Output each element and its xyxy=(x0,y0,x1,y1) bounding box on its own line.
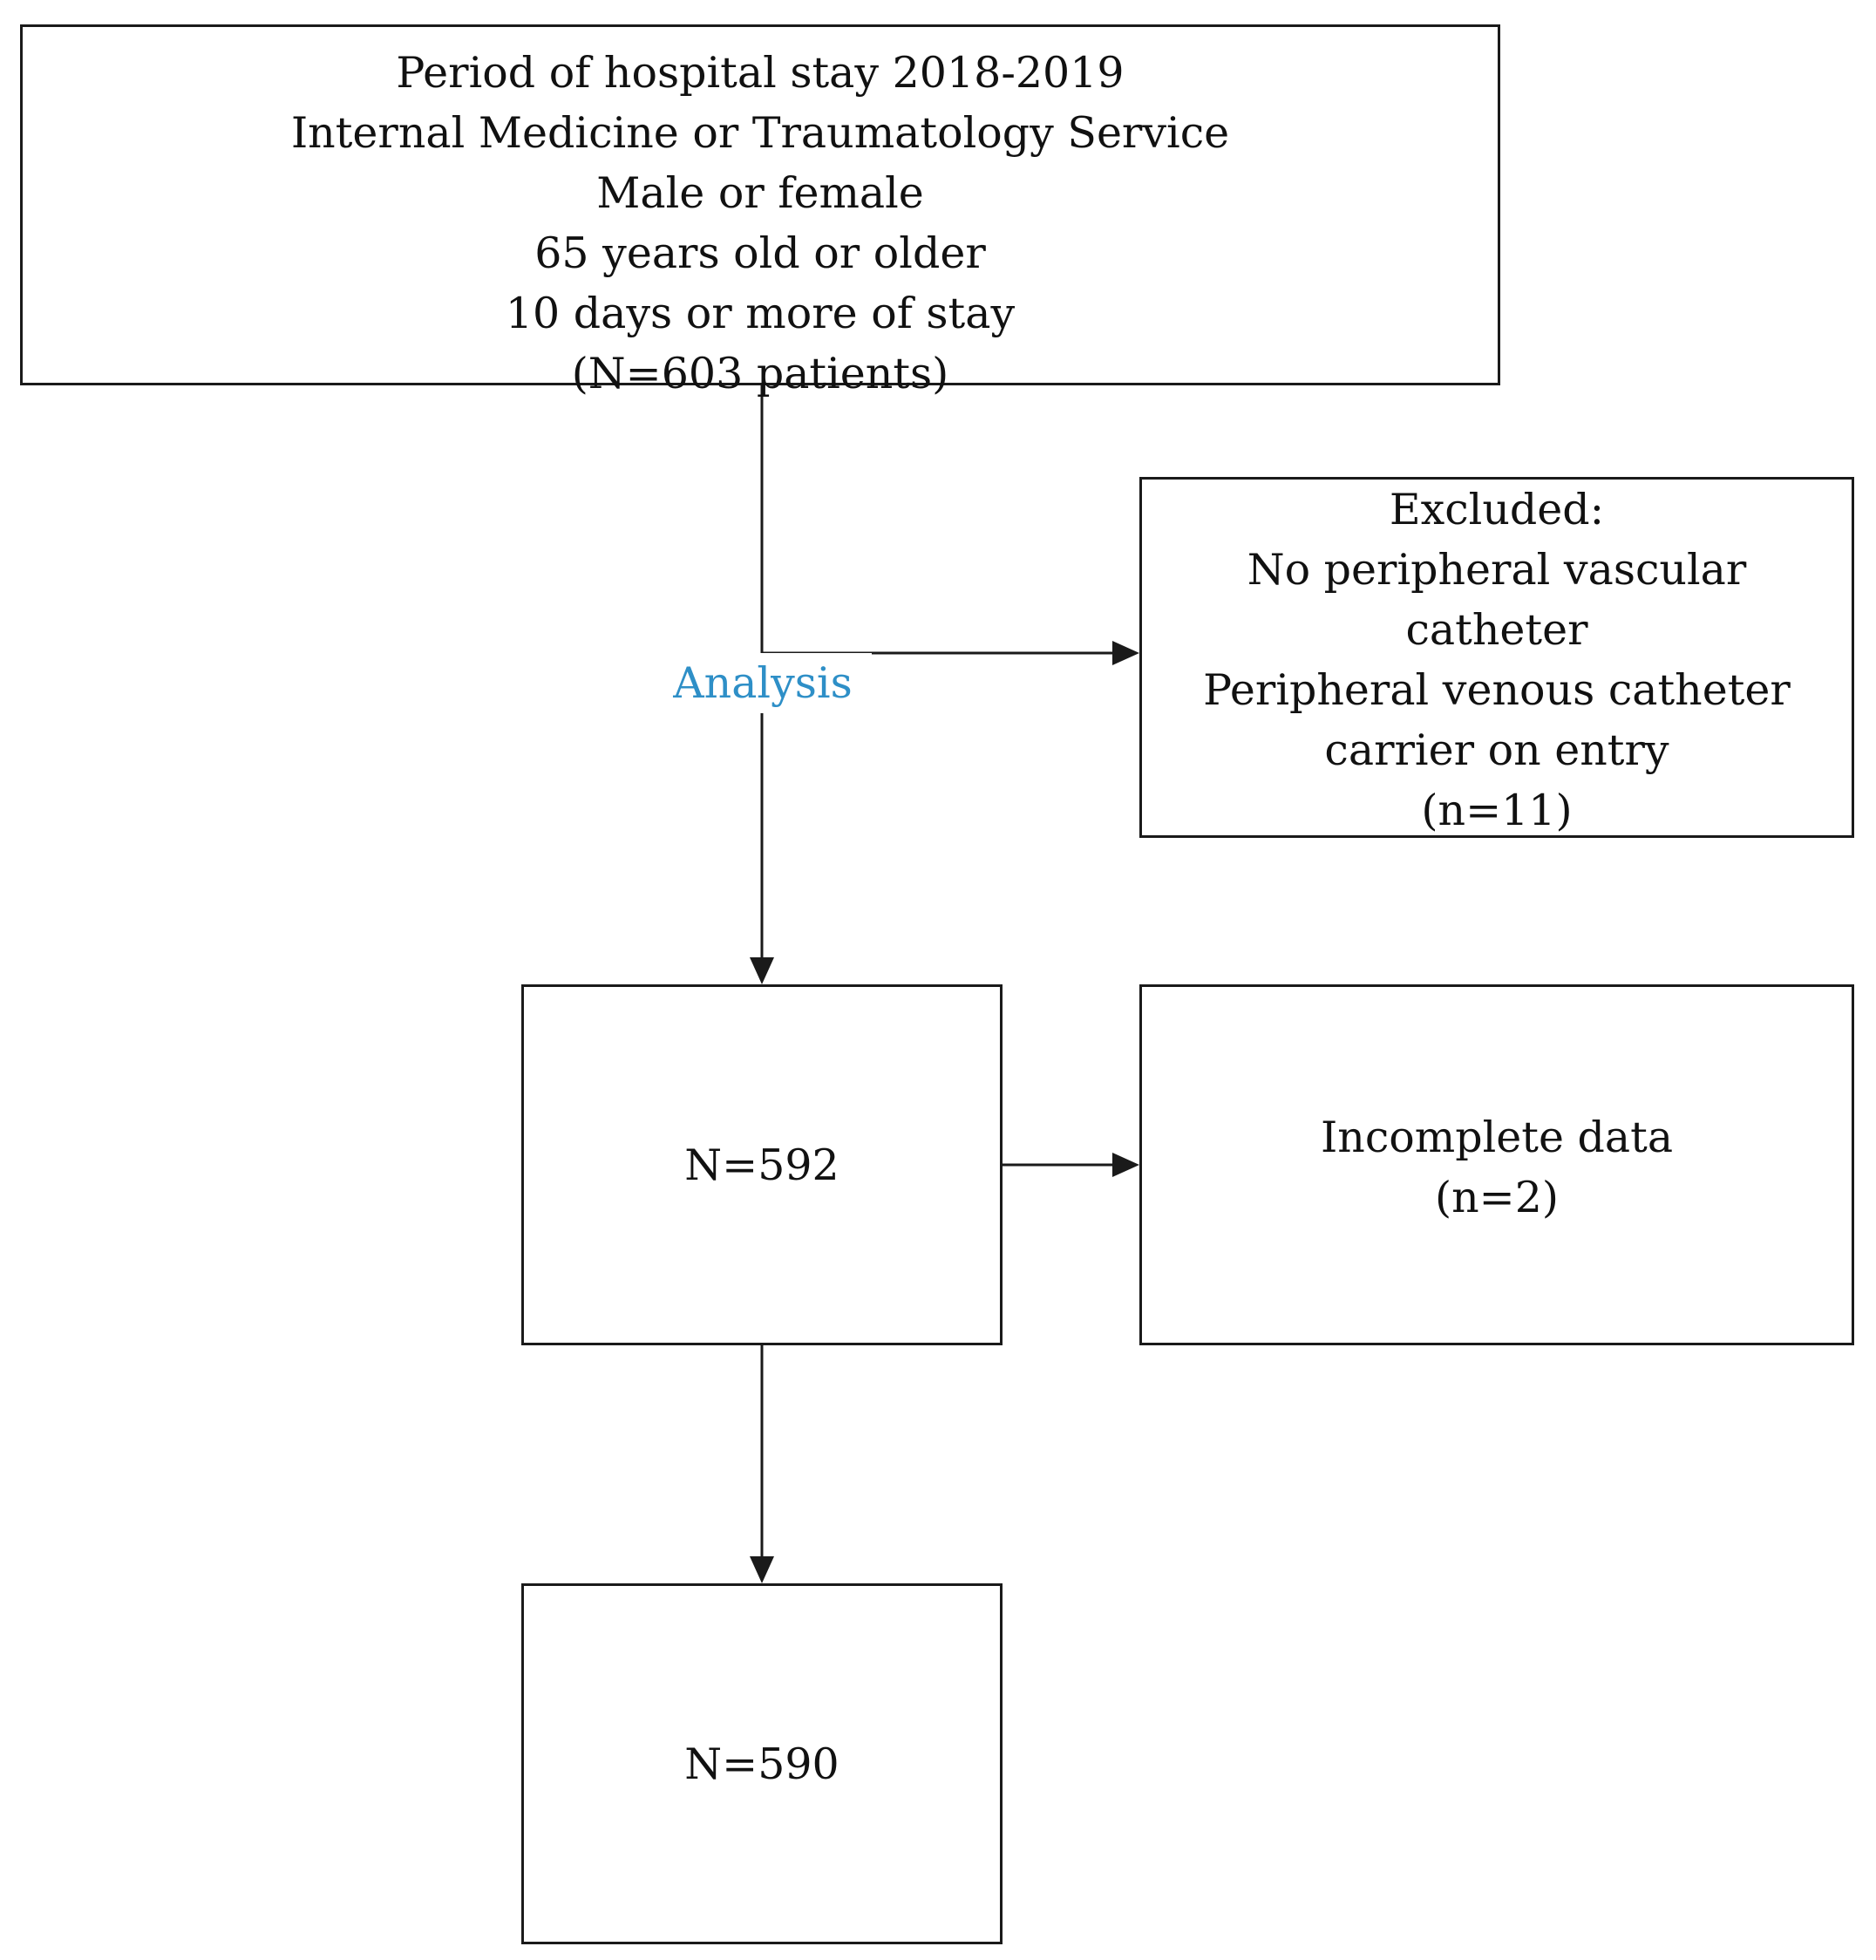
arrowhead-to-excluded xyxy=(1112,641,1139,665)
after-exclusion-box: N=592 xyxy=(521,984,1003,1345)
arrowhead-to-incomplete xyxy=(1112,1153,1139,1177)
excluded-line: catheter xyxy=(1405,605,1588,655)
incomplete-line: (n=2) xyxy=(1434,1173,1560,1222)
inclusion-line: Male or female xyxy=(596,168,924,218)
after-exclusion-count: N=592 xyxy=(684,1140,839,1190)
inclusion-line: Internal Medicine or Traumatology Servic… xyxy=(290,108,1230,158)
excluded-line: (n=11) xyxy=(1421,786,1573,835)
inclusion-criteria-box: Period of hospital stay 2018-2019 Intern… xyxy=(20,24,1500,398)
incomplete-data-box: Incomplete data (n=2) xyxy=(1139,984,1854,1345)
inclusion-line: 10 days or more of stay xyxy=(505,289,1016,338)
inclusion-line: 65 years old or older xyxy=(534,228,986,278)
excluded-box: Excluded: No peripheral vascular cathete… xyxy=(1139,477,1854,838)
excluded-line: No peripheral vascular xyxy=(1247,545,1747,595)
final-sample-count: N=590 xyxy=(684,1739,839,1789)
analysis-label: Analysis xyxy=(654,653,872,713)
excluded-line: Excluded: xyxy=(1389,485,1605,534)
inclusion-line: Period of hospital stay 2018-2019 xyxy=(396,48,1125,98)
arrowhead-to-n592 xyxy=(750,957,774,984)
arrowhead-to-n590 xyxy=(750,1556,774,1583)
excluded-line: Peripheral venous catheter xyxy=(1203,665,1791,715)
inclusion-line: (N=603 patients) xyxy=(571,349,949,398)
excluded-line: carrier on entry xyxy=(1324,725,1669,775)
incomplete-line: Incomplete data xyxy=(1320,1113,1674,1162)
final-sample-box: N=590 xyxy=(521,1583,1003,1944)
